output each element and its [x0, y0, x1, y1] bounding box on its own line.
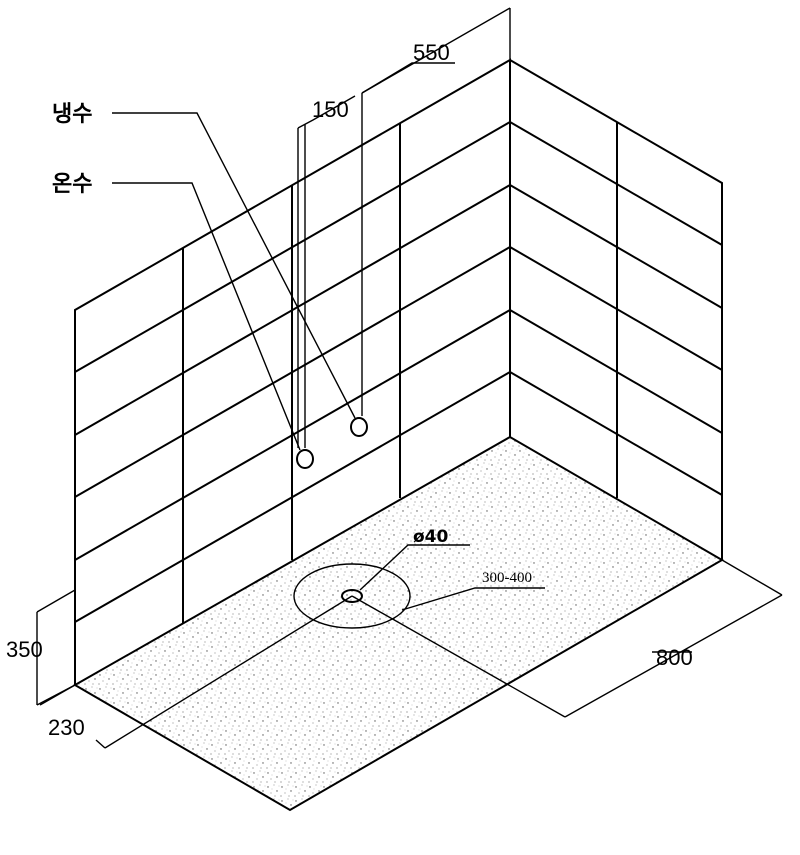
- dimension-230-lines: [39, 684, 106, 749]
- dimension-550-lines: [361, 7, 511, 416]
- drain-centerline-800: [351, 595, 566, 718]
- dimension-800-lines: [564, 559, 783, 718]
- drain-diameter-leader: [359, 544, 470, 591]
- drain-zone-leader: [401, 587, 545, 611]
- drain-zone-text: 300-400: [482, 570, 532, 586]
- drain-centerline-230: [104, 595, 353, 749]
- dimension-150-text: 150: [312, 97, 349, 122]
- cold-water-leader: [112, 112, 356, 419]
- dimension-550-text: 550: [413, 40, 450, 65]
- floor-surface: [72, 435, 724, 812]
- hot-water-outlet: [296, 449, 314, 469]
- dimension-150-lines: [297, 95, 356, 448]
- drain-hole: [341, 589, 363, 603]
- cold-water-outlet: [350, 417, 368, 437]
- right-wall: [509, 59, 723, 560]
- left-wall: [74, 58, 511, 685]
- drain-diameter-text: ø40: [413, 527, 449, 547]
- hot-water-leader: [112, 182, 301, 451]
- drain-zone-circle: [293, 563, 411, 629]
- dimension-230-text: 230: [48, 715, 85, 740]
- dimension-350-text: 350: [6, 637, 43, 662]
- cold-water-label: 냉수: [52, 102, 92, 127]
- hot-water-label: 온수: [52, 172, 92, 197]
- dimension-800-text: 800: [656, 645, 693, 670]
